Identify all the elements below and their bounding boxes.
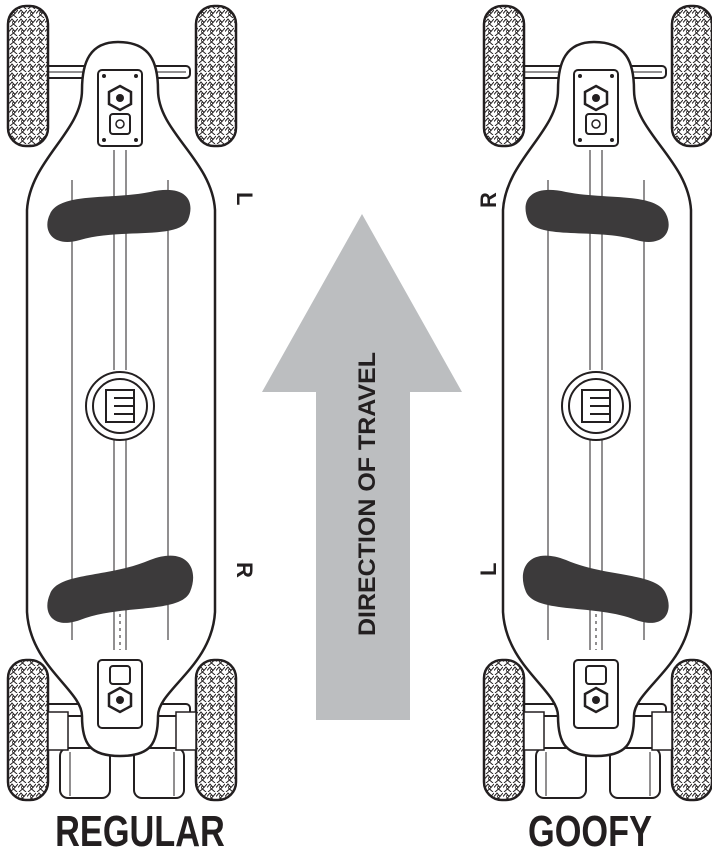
regular-skateboard	[6, 4, 238, 802]
goofy-caption: GOOFY	[528, 807, 652, 856]
goofy-back-foot	[522, 555, 669, 623]
goofy-skateboard	[482, 4, 712, 802]
goofy-back-foot-label: L	[476, 563, 501, 576]
regular-front-foot-label: L	[232, 192, 257, 205]
regular-back-foot	[47, 555, 194, 623]
goofy-front-foot	[525, 189, 669, 242]
direction-label: DIRECTION OF TRAVEL	[354, 352, 381, 636]
regular-back-foot-label: R	[232, 562, 257, 578]
regular-caption: REGULAR	[55, 807, 225, 856]
direction-arrow	[262, 214, 462, 720]
goofy-front-foot-label: R	[476, 192, 501, 208]
regular-front-foot	[47, 189, 191, 242]
